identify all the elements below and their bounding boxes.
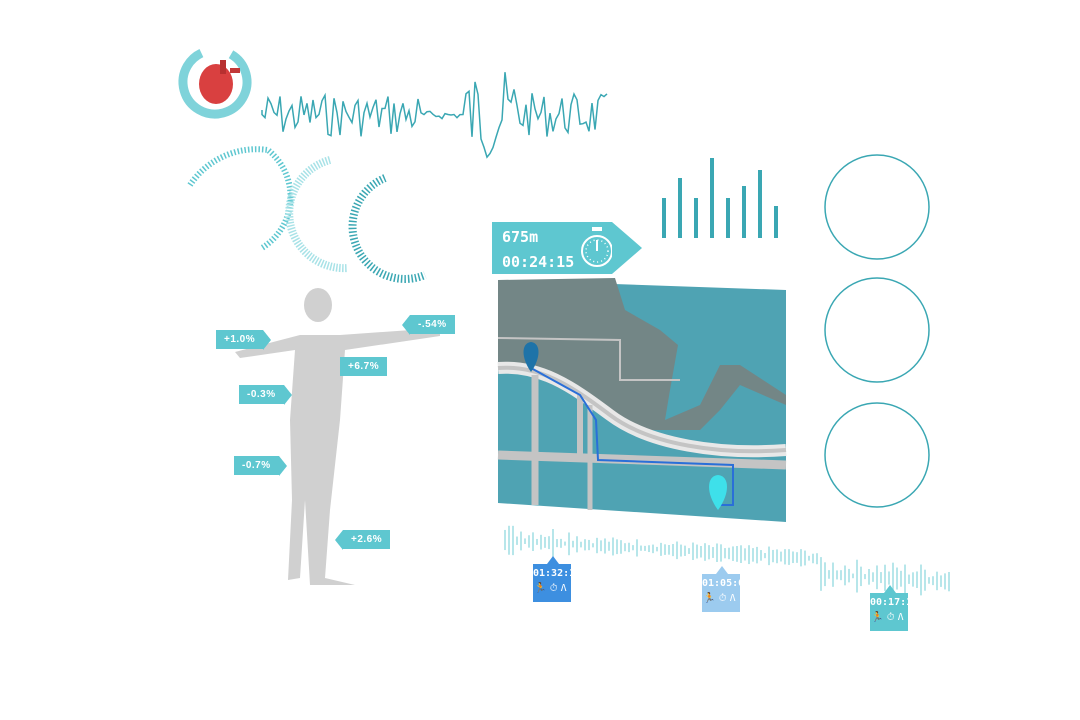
marker-icons: 🏃⏱Ʌ	[703, 593, 739, 604]
bar	[678, 178, 682, 238]
bar-chart	[662, 158, 778, 238]
body-tag: -.54%	[402, 315, 455, 335]
activity-waveform	[504, 525, 950, 596]
timeline-marker[interactable]: 00:17:13 🏃⏱Ʌ	[870, 585, 919, 631]
marker-time: 01:32:10	[533, 568, 582, 579]
body-tag: -0.3%	[239, 385, 292, 405]
gauge-arc	[348, 174, 427, 283]
start-pin-icon	[523, 342, 539, 372]
duration: 00:24:15	[502, 253, 575, 271]
bar	[710, 158, 714, 238]
human-body-figure	[235, 288, 440, 585]
stopwatch-icon	[581, 227, 613, 267]
heart-icon	[199, 60, 240, 104]
bar	[758, 170, 762, 238]
heart-ring	[178, 45, 252, 119]
empty-circle	[824, 277, 930, 383]
bar	[774, 206, 778, 238]
body-tag: +1.0%	[216, 330, 272, 350]
timeline-marker[interactable]: 01:32:10 🏃⏱Ʌ	[533, 556, 582, 602]
end-pin-icon	[709, 475, 727, 510]
empty-circle	[824, 402, 930, 508]
route-stats-banner: 675m 00:24:15	[492, 222, 642, 274]
marker-icons: 🏃⏱Ʌ	[534, 583, 570, 594]
gauge-arc	[187, 146, 294, 251]
body-tag: +2.6%	[334, 530, 391, 550]
timeline-marker[interactable]: 01:05:04 🏃⏱Ʌ	[702, 566, 751, 612]
bar	[694, 198, 698, 238]
bar	[662, 198, 666, 238]
gauge-arc	[285, 156, 349, 273]
empty-circle	[824, 154, 930, 260]
body-tag: -0.7%	[234, 456, 287, 476]
route-map	[497, 278, 787, 522]
bar	[742, 186, 746, 238]
marker-time: 00:17:13	[870, 597, 919, 608]
bar	[726, 198, 730, 238]
marker-time: 01:05:04	[702, 578, 751, 589]
heart-rate-waveform	[261, 72, 608, 159]
body-tag: +6.7%	[340, 357, 388, 376]
distance: 675m	[502, 228, 539, 246]
marker-icons: 🏃⏱Ʌ	[871, 612, 907, 623]
